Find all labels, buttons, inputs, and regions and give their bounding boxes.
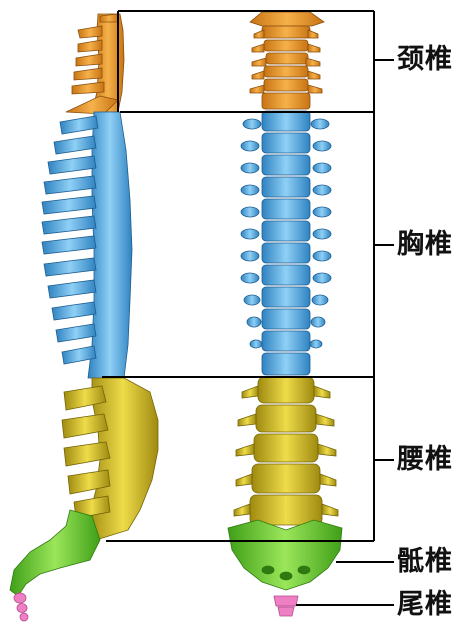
front-thoracic-vertebrae <box>241 111 331 375</box>
lateral-coccyx <box>14 593 28 621</box>
label-cervical: 颈椎 <box>397 46 453 73</box>
front-spine-view <box>228 12 342 616</box>
lateral-thoracic-vertebrae <box>42 112 132 378</box>
label-sacrum: 骶椎 <box>397 548 453 575</box>
label-lumbar: 腰椎 <box>397 446 453 473</box>
lateral-spine-view <box>10 14 158 621</box>
lateral-cervical-vertebrae <box>66 14 124 114</box>
front-coccyx <box>274 596 298 616</box>
front-cervical-vertebrae <box>250 12 324 109</box>
label-thoracic: 胸椎 <box>397 231 453 258</box>
front-lumbar-vertebrae <box>234 377 338 525</box>
lateral-sacrum <box>10 510 100 596</box>
label-coccyx: 尾椎 <box>397 591 453 618</box>
front-sacrum <box>228 520 342 590</box>
